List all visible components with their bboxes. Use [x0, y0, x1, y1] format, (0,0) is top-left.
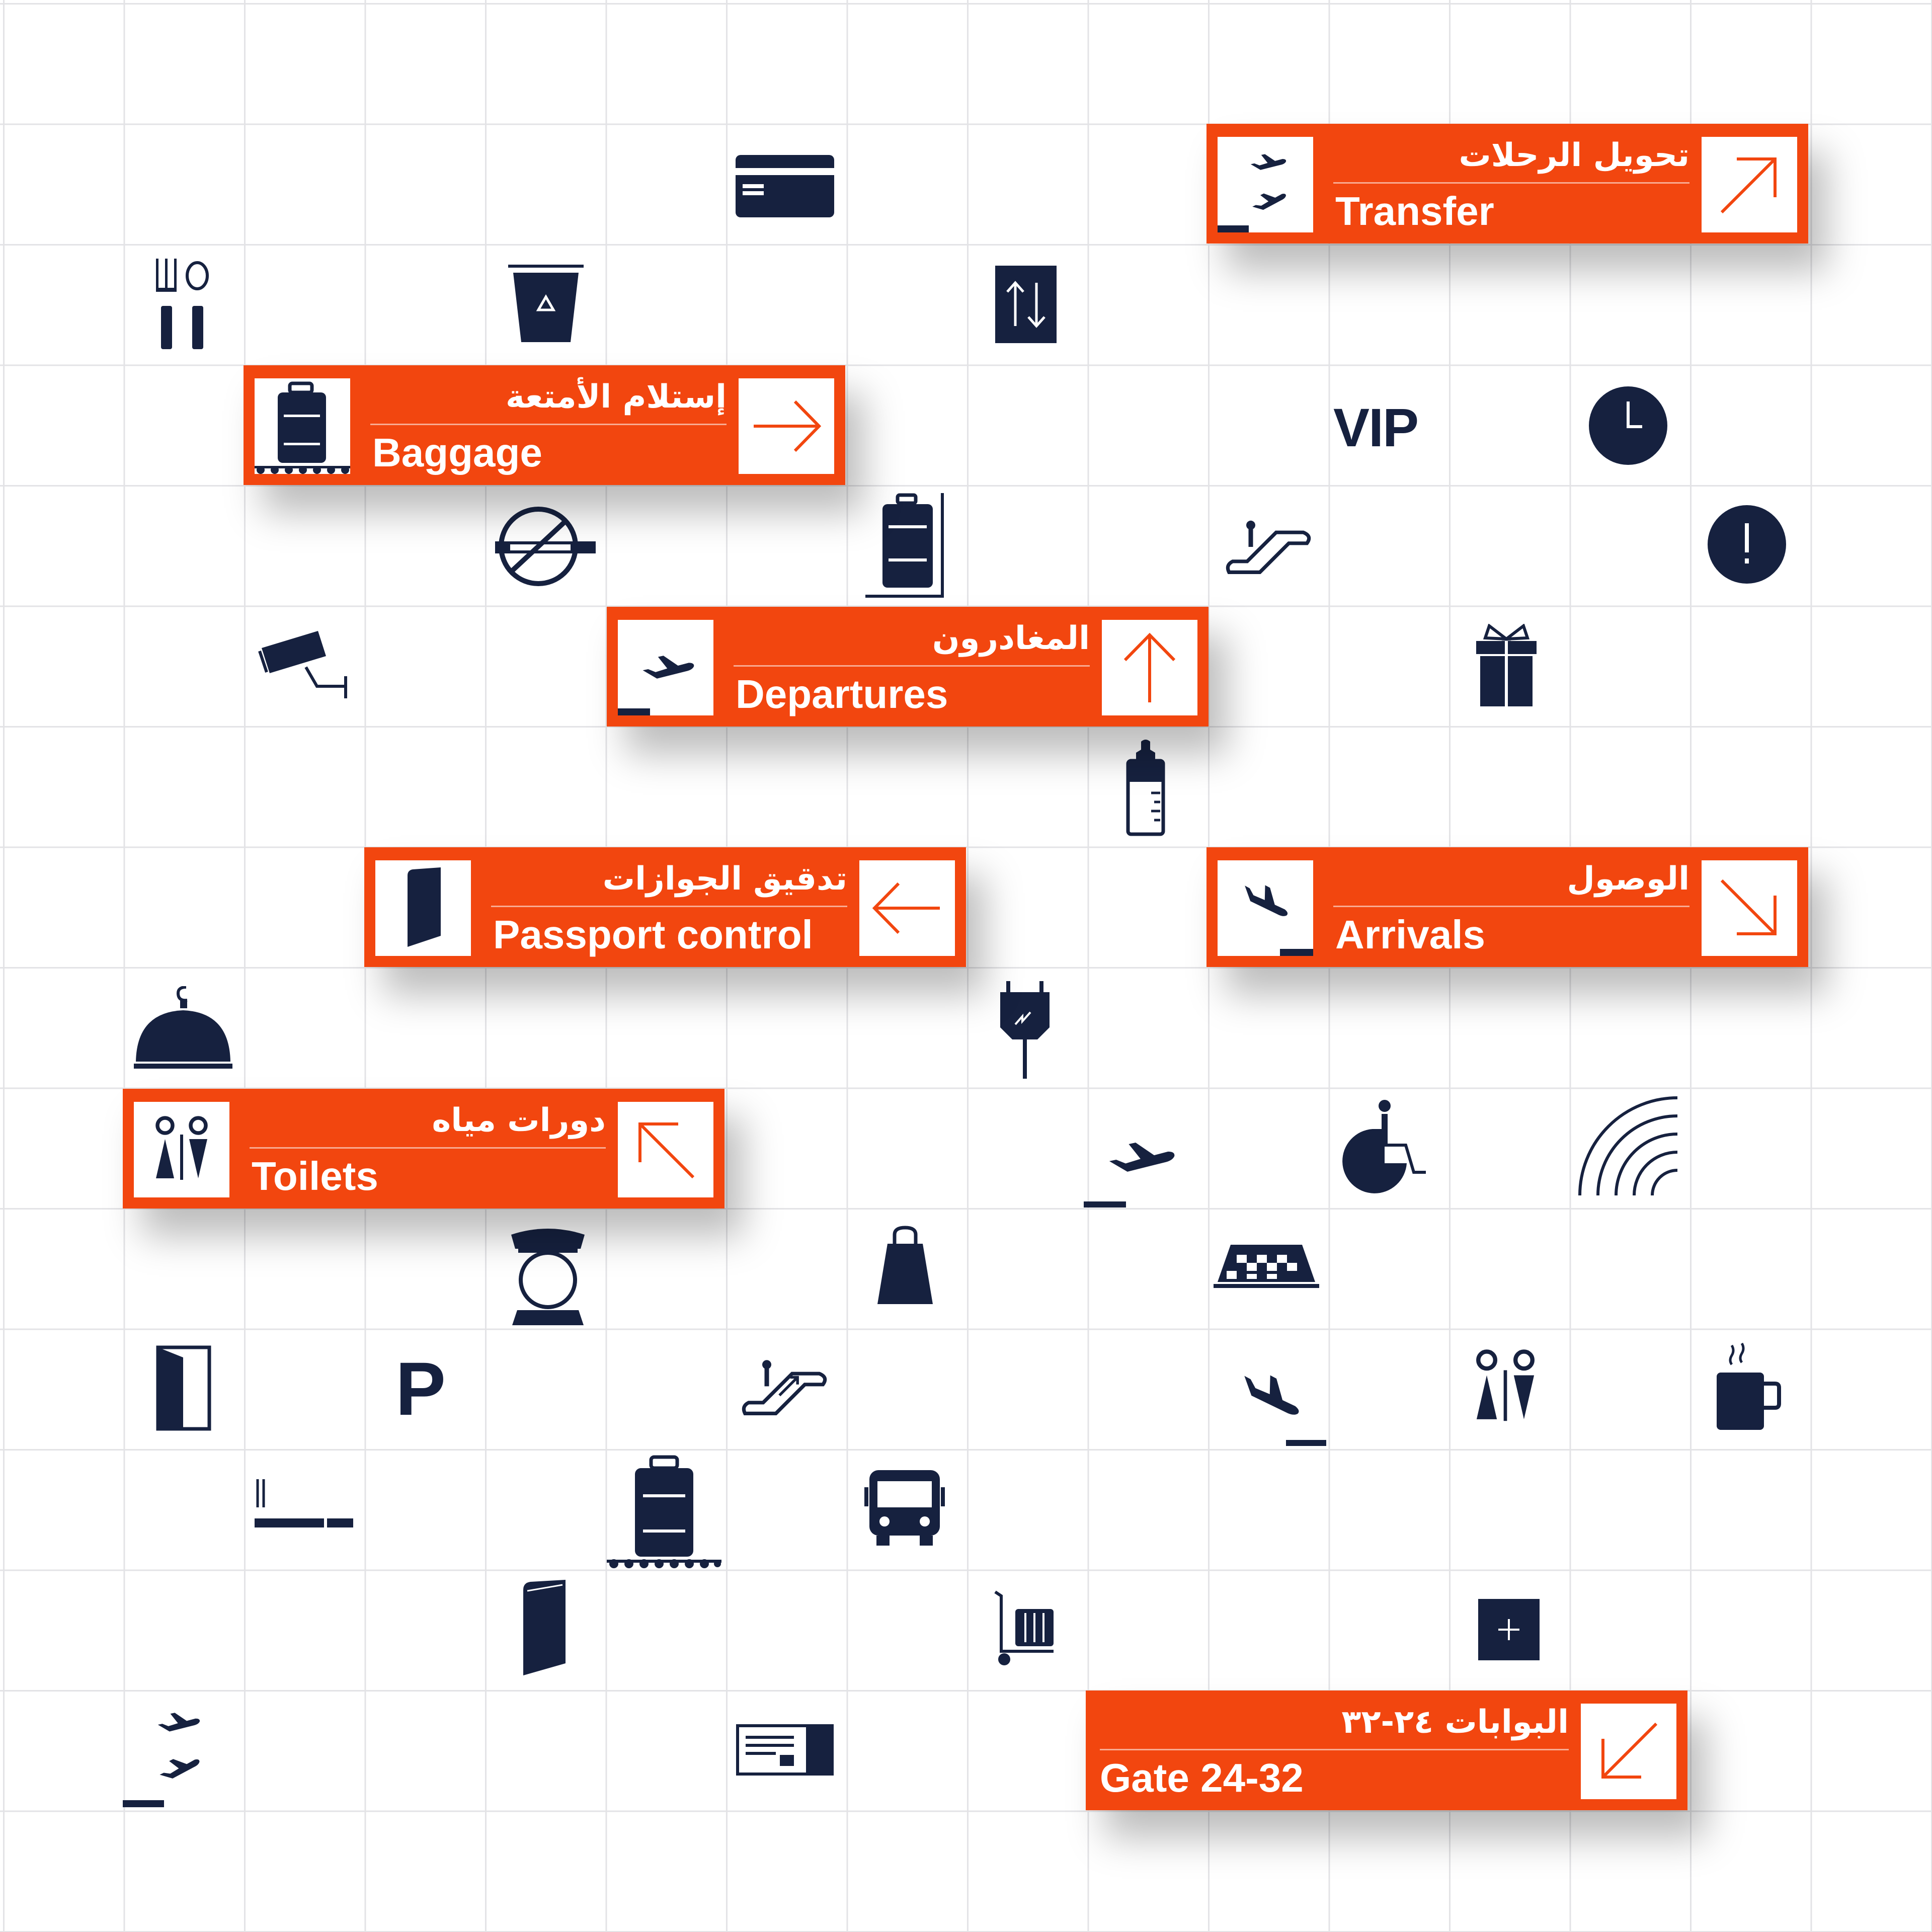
arrow-right-icon [754, 400, 822, 452]
luggage-storage-icon [865, 493, 944, 598]
sign-transfer: تحويل الرحلات Transfer [1206, 124, 1808, 244]
parking-icon: P [395, 1346, 446, 1431]
sign-arabic-label: دورات مياه [432, 1102, 606, 1139]
arrow-left-icon [872, 882, 940, 934]
wheelchair-icon [1342, 1100, 1426, 1193]
sign-divider [370, 424, 727, 425]
sign-arrivals: الوصول Arrivals [1206, 847, 1808, 967]
sign-arabic-label: المغادرون [932, 620, 1090, 657]
boarding-pass-icon [736, 1724, 834, 1776]
arrival-plane-icon [1238, 1364, 1326, 1446]
cctv-camera-icon [258, 631, 347, 698]
no-smoking-icon [495, 507, 596, 586]
vip-label: VIP [1333, 397, 1419, 458]
coffee-icon [1717, 1342, 1781, 1430]
wifi-icon [1578, 1096, 1678, 1196]
sign-english-label: Departures [736, 672, 948, 716]
sign-arabic-label: تحويل الرحلات [1459, 137, 1689, 174]
transfer-icon [1218, 150, 1287, 232]
sign-arabic-label: إستلام الأمتعة [505, 378, 727, 416]
sign-divider [1333, 182, 1689, 184]
sign-passport-control: تدقيق الجوازات Passport control [364, 847, 966, 967]
sign-arabic-label: الوصول [1567, 860, 1689, 898]
waste-bin-icon [508, 265, 584, 342]
arrow-down-right-icon [1720, 879, 1777, 935]
sign-toilets: دورات مياه Toilets [123, 1089, 725, 1209]
passport-icon [523, 1580, 566, 1675]
departures-icon [618, 650, 695, 715]
smoking-area-icon [255, 1479, 353, 1527]
sign-divider [1100, 1749, 1569, 1750]
toilets-icon [134, 1102, 229, 1197]
escalator-up-icon [742, 1360, 827, 1415]
arrow-up-left-icon [638, 1122, 695, 1179]
elevator-icon [995, 266, 1057, 343]
luggage-cart-icon [994, 1590, 1054, 1665]
security-officer-icon [511, 1229, 585, 1325]
passport-icon [408, 867, 441, 947]
restaurant-icon [156, 259, 209, 349]
sign-english-label: Transfer [1335, 189, 1494, 233]
sign-english-label: Arrivals [1335, 912, 1485, 957]
baggage-claim-icon [255, 381, 350, 474]
gift-shop-icon [1476, 624, 1537, 706]
information-icon [1708, 505, 1786, 584]
arrow-up-right-icon [1720, 157, 1777, 214]
clock-icon [1589, 386, 1667, 465]
arrow-down-left-icon [1601, 1722, 1658, 1779]
sign-divider [1333, 906, 1689, 907]
first-aid-icon [1478, 1599, 1540, 1660]
baby-bottle-icon [1126, 740, 1165, 836]
escalator-down-icon [1226, 520, 1311, 574]
sign-english-label: Passport control [493, 912, 813, 957]
credit-card-icon [736, 155, 834, 217]
sign-english-label: Gate 24-32 [1100, 1755, 1304, 1800]
sign-arabic-label: تدقيق الجوازات [602, 860, 847, 898]
sign-gates: البوابات ٢٤-٣٢ Gate 24-32 [1086, 1691, 1687, 1810]
taxi-icon [1214, 1245, 1319, 1288]
sign-english-label: Baggage [372, 430, 542, 475]
exit-door-icon [156, 1345, 211, 1431]
sign-divider [250, 1147, 606, 1149]
power-outlet-icon [1000, 981, 1050, 1079]
sign-divider [734, 665, 1090, 667]
departure-plane-icon [1084, 1135, 1176, 1208]
sign-arabic-label: البوابات ٢٤-٣٢ [1341, 1704, 1569, 1741]
transfer-icon [123, 1708, 201, 1807]
sign-divider [491, 906, 847, 907]
bus-icon [864, 1470, 945, 1546]
room-service-icon [134, 986, 232, 1069]
arrivals-icon [1239, 876, 1313, 956]
sign-english-label: Toilets [252, 1154, 378, 1198]
baggage-claim-icon [607, 1455, 721, 1568]
sign-departures: المغادرون Departures [607, 607, 1209, 727]
sign-baggage: إستلام الأمتعة Baggage [244, 365, 845, 485]
shopping-bag-icon [877, 1226, 933, 1304]
restroom-icon [1463, 1344, 1548, 1430]
arrow-up-icon [1123, 632, 1176, 702]
